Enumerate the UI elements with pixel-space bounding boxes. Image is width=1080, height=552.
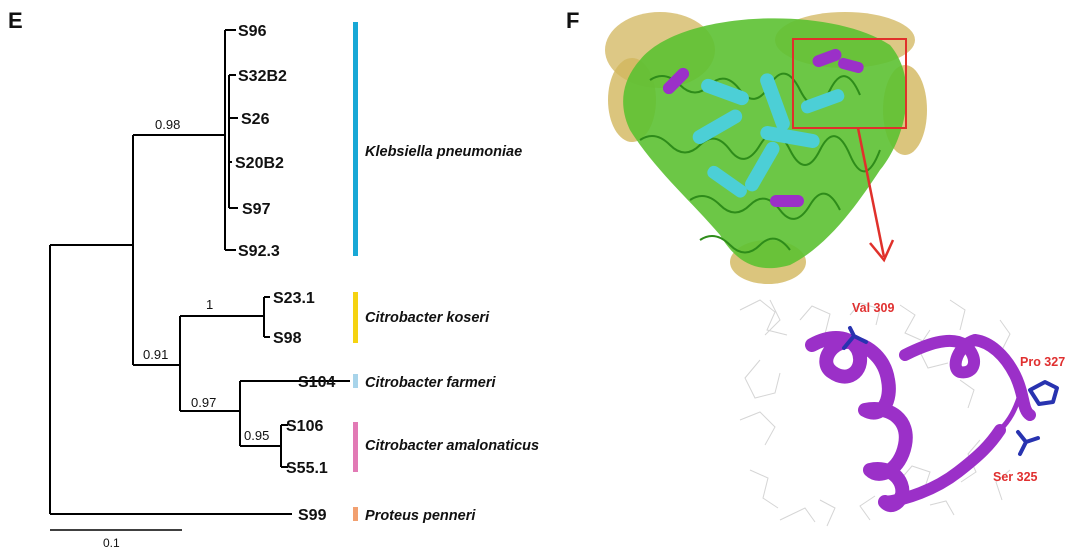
species-label: Proteus penneri	[365, 508, 476, 524]
clade-bar-farmeri	[353, 374, 358, 388]
residue-label: Pro 327	[1020, 355, 1065, 369]
magenta-helix	[838, 57, 864, 74]
species-label: Citrobacter amalonaticus	[365, 438, 539, 454]
clade-bar-koseri	[353, 292, 358, 343]
core-helix	[701, 78, 749, 106]
core-helix	[707, 165, 747, 198]
leaf-label: S26	[241, 111, 270, 128]
residue-label: Val 309	[852, 301, 894, 315]
helix-ribbon	[879, 334, 1036, 508]
highlight-box	[792, 38, 907, 129]
magenta-helix	[770, 195, 804, 207]
leaf-label: S55.1	[286, 460, 328, 477]
clade-bar-penneri	[353, 507, 358, 521]
magenta-helix	[662, 67, 690, 95]
core-helix	[760, 73, 790, 131]
clade-bar-klebsiella	[353, 22, 358, 256]
leaf-label: S23.1	[273, 290, 315, 307]
ribbon-texture	[689, 192, 841, 220]
scale-bar: 0.1	[50, 529, 182, 550]
support-values: 0.98 1 0.91 0.97 0.95	[143, 117, 269, 443]
leaf-label: S104	[298, 374, 335, 391]
sheet-region	[623, 18, 907, 269]
core-helices	[692, 73, 845, 198]
residue-label: Ser 325	[993, 470, 1038, 484]
helix-ribbon	[805, 331, 913, 513]
leaf-labels: S96 S32B2 S26 S20B2 S97 S92.3 S23.1 S98 …	[235, 23, 335, 524]
side-chain-val309	[842, 326, 868, 350]
core-helix	[760, 126, 820, 148]
protein-structure-overview	[605, 12, 927, 284]
support-value: 0.95	[244, 428, 269, 443]
leaf-label: S99	[298, 507, 327, 524]
zoom-arrowhead	[869, 239, 895, 263]
support-value: 1	[206, 297, 213, 312]
leaf-label: S20B2	[235, 155, 284, 172]
ribbon-texture	[639, 132, 881, 173]
wireframe-background	[739, 299, 1011, 527]
scale-bar-label: 0.1	[103, 536, 120, 550]
species-label: Citrobacter farmeri	[365, 375, 497, 391]
panel-label-f: F	[566, 8, 579, 33]
leaf-label: S32B2	[238, 68, 287, 85]
species-label: Citrobacter koseri	[365, 310, 490, 326]
side-chain-pro327	[1028, 380, 1059, 406]
helix-loop	[997, 392, 1023, 433]
magenta-helix	[812, 48, 842, 68]
leaf-label: S106	[286, 418, 323, 435]
zoom-arrow	[856, 127, 886, 258]
core-helix	[745, 141, 780, 192]
helix-zoom: Val 309 Pro 327 Ser 325	[739, 299, 1065, 527]
support-value: 0.97	[191, 395, 216, 410]
ribbon-texture	[699, 235, 791, 254]
clade-annotations: Klebsiella pneumoniae Citrobacter koseri…	[353, 22, 539, 524]
core-helix	[800, 89, 845, 114]
leaf-label: S98	[273, 330, 302, 347]
panel-label-e: E	[8, 8, 23, 33]
support-value: 0.98	[155, 117, 180, 132]
core-helix	[692, 109, 743, 144]
side-chain-ser325	[1016, 430, 1040, 456]
support-value: 0.91	[143, 347, 168, 362]
leaf-label: S96	[238, 23, 267, 40]
clade-bar-amalonaticus	[353, 422, 358, 472]
phylogenetic-tree	[49, 29, 350, 515]
leaf-label: S97	[242, 201, 271, 218]
leaf-label: S92.3	[238, 243, 280, 260]
species-label: Klebsiella pneumoniae	[365, 144, 522, 160]
